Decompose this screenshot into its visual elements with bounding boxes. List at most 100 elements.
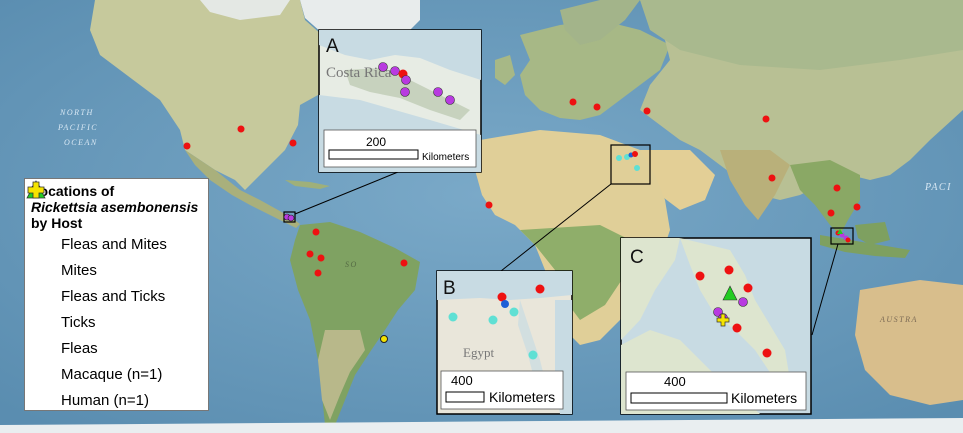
flea-point: [317, 254, 325, 262]
legend-item-label: Human (n=1): [61, 391, 149, 409]
fleas-and-mites-point: [501, 300, 509, 308]
region-label-south-america: SO: [345, 260, 358, 269]
inset-b-scale-value: 400: [451, 373, 473, 388]
legend-item-label: Fleas: [61, 339, 98, 357]
mite-point: [509, 307, 519, 317]
legend-title-line1: Locations of: [31, 183, 115, 199]
flea-point: [743, 283, 753, 293]
ocean-label-ocean: OCEAN: [64, 138, 98, 147]
mite-point: [634, 165, 640, 171]
inset-b-source-box: [610, 144, 651, 185]
inset-b-scale-unit: Kilometers: [489, 389, 555, 405]
flea-point: [845, 237, 851, 243]
legend-item-label: Macaque (n=1): [61, 365, 163, 383]
human-point: [716, 313, 730, 327]
ocean-label-pacific: PACIFIC: [57, 123, 98, 132]
flea-point: [762, 348, 772, 358]
legend-title-line3: by Host: [31, 215, 83, 231]
flea-point: [497, 292, 507, 302]
inset-a: A Costa Rica 200 Kilometers: [318, 29, 482, 173]
land-arctic-islands: [200, 0, 290, 20]
inset-a-scale-unit: Kilometers: [422, 152, 469, 163]
land-southeast-asia: [790, 160, 860, 235]
flea-point: [695, 271, 705, 281]
mite-point: [488, 315, 498, 325]
fleas-and-ticks-point: [390, 66, 400, 76]
inset-c: C 400 Kilometers: [620, 237, 812, 415]
macaque-point: [722, 285, 738, 301]
fleas-and-ticks-point: [287, 214, 295, 222]
fleas-and-ticks-point: [445, 95, 455, 105]
flea-point: [569, 98, 577, 106]
fleas-and-ticks-point: [738, 297, 748, 307]
land-scandinavia: [560, 0, 640, 45]
fleas-and-ticks-point: [401, 75, 411, 85]
legend-species-name: Rickettsia asembonensis: [31, 199, 199, 215]
flea-point: [183, 142, 191, 150]
flea-point: [535, 284, 545, 294]
legend-item: Human (n=1): [27, 181, 202, 413]
legend-item-label: Fleas and Ticks: [61, 287, 166, 305]
land-india: [720, 150, 790, 220]
fleas-and-ticks-point: [400, 87, 410, 97]
land-central-america: [185, 150, 300, 228]
legend-item: Macaque (n=1): [26, 180, 202, 387]
land-australia: [855, 280, 963, 405]
legend-item: Mites: [31, 185, 202, 283]
tick-point: [380, 335, 388, 343]
legend-title-line2: Rickettsia asembonensis: [31, 199, 202, 215]
flea-point: [724, 265, 734, 275]
flea-point: [827, 209, 835, 217]
flea-point: [732, 323, 742, 333]
connector-b: [500, 183, 612, 272]
inset-a-country-label: Costa Rica: [326, 65, 392, 81]
mite-point: [616, 155, 622, 161]
legend-item-label: Fleas and Mites: [61, 235, 167, 253]
ocean-label-north: NORTH: [59, 108, 94, 117]
land-uk: [495, 55, 515, 85]
flea-point: [400, 259, 408, 267]
world-fleas-points: [183, 98, 861, 277]
inset-a-scale-value: 200: [366, 135, 386, 149]
legend-item-label: Mites: [61, 261, 97, 279]
flea-point: [306, 250, 314, 258]
inset-b: B Egypt 400 Kilometers: [436, 270, 573, 415]
legend-item: Fleas: [31, 185, 202, 361]
flea-point: [314, 269, 322, 277]
flea-point: [632, 151, 638, 157]
inset-c-source-box: [830, 227, 854, 245]
flea-point: [593, 103, 601, 111]
flea-point: [762, 115, 770, 123]
inset-b-letter: B: [443, 278, 456, 299]
land-africa-central: [520, 225, 630, 320]
flea-point: [485, 201, 493, 209]
map-legend: Locations of Rickettsia asembonensis by …: [24, 178, 209, 411]
mite-point: [624, 154, 630, 160]
land-arabia: [640, 150, 715, 210]
inset-c-scale-value: 400: [664, 374, 686, 389]
mite-point: [448, 312, 458, 322]
region-label-australia: AUSTRA: [879, 315, 918, 324]
land-south-america-south: [318, 330, 365, 420]
macaque-point: [837, 229, 843, 234]
inset-b-country-label: Egypt: [463, 345, 494, 360]
legend-item: Fleas and Ticks: [30, 184, 202, 309]
flea-point: [289, 139, 297, 147]
flea-point: [643, 107, 651, 115]
land-indonesia: [820, 235, 910, 258]
inset-a-letter: A: [326, 36, 339, 57]
land-russia-north: [640, 0, 963, 70]
flea-point: [833, 184, 841, 192]
land-borneo: [855, 222, 890, 245]
land-antarctica: [0, 418, 963, 433]
fleas-and-ticks-point: [378, 62, 388, 72]
inset-c-scale-unit: Kilometers: [731, 390, 797, 406]
legend-item-label: Ticks: [61, 313, 96, 331]
legend-marker: [27, 181, 45, 199]
legend-item: Fleas and Mites: [31, 187, 202, 257]
connector-c: [811, 243, 839, 336]
fleas-and-ticks-point: [433, 87, 443, 97]
inset-c-letter: C: [630, 247, 644, 268]
land-caribbean: [285, 180, 330, 189]
